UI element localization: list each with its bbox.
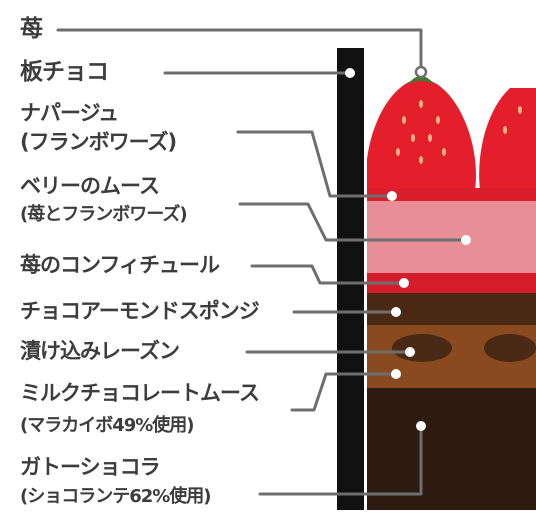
berry-mousse-layer — [364, 201, 536, 273]
label-berry-mousse-sub: (苺とフランボワーズ) — [20, 204, 188, 225]
confiture-layer — [364, 273, 536, 293]
strawberry-1-leaf — [408, 76, 434, 84]
label-raisin: 漬け込みレーズン — [20, 339, 180, 363]
leader-lines — [56, 28, 468, 496]
dot-chocolate-plate — [345, 68, 355, 78]
chocolate-plate — [337, 48, 365, 510]
label-strawberry: 苺 — [20, 16, 43, 42]
dot-milk-mousse — [391, 369, 401, 379]
strawberry-seeds — [396, 100, 522, 164]
label-gateau: ガトーショコラ — [20, 455, 161, 479]
cake-layers — [364, 76, 536, 510]
leader-dots — [345, 65, 471, 431]
label-milk-mousse: ミルクチョコレートムース — [20, 381, 260, 405]
dot-strawberry — [414, 65, 428, 79]
strawberry-1 — [365, 79, 477, 190]
leader-napage — [236, 130, 394, 198]
dot-sponge — [391, 307, 401, 317]
dot-napage — [387, 191, 397, 201]
leader-confiture — [250, 264, 406, 285]
label-chocolate-plate: 板チョコ — [20, 59, 109, 85]
dot-raisin — [405, 347, 415, 357]
strawberry-2 — [479, 88, 536, 190]
label-confiture: 苺のコンフィチュール — [20, 253, 220, 277]
label-napage-sub: (フランボワーズ) — [20, 130, 177, 154]
label-berry-mousse: ベリーのムース — [20, 174, 160, 198]
label-sponge: チョコアーモンドスポンジ — [20, 299, 260, 323]
raisin-2 — [484, 334, 536, 362]
napage-layer — [364, 188, 536, 201]
plate-gap — [364, 48, 367, 510]
label-milk-mousse-sub: (マラカイボ49%使用) — [20, 415, 195, 436]
leader-gateau — [258, 424, 423, 496]
label-napage: ナパージュ — [20, 101, 119, 125]
leader-milk-mousse — [290, 372, 398, 412]
leader-strawberry — [56, 28, 423, 72]
gateau-layer — [364, 388, 536, 510]
raisin-1 — [392, 334, 452, 362]
label-gateau-sub: (ショコランテ62%使用) — [20, 486, 212, 507]
sponge-layer — [364, 293, 536, 325]
dot-berry-mousse — [461, 235, 471, 245]
leader-berry-mousse — [238, 202, 468, 242]
dot-confiture — [399, 278, 409, 288]
dot-gateau — [416, 421, 426, 431]
